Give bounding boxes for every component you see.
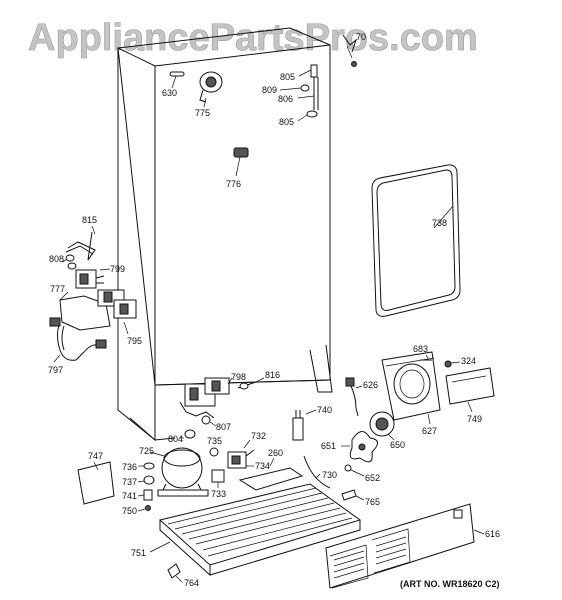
part-627-shroud [381,351,441,425]
callout-797: 797 [48,365,63,375]
callout-815: 815 [82,215,97,225]
callout-626: 626 [363,380,378,390]
part-750-screw [137,505,151,512]
callout-736: 736 [122,462,137,472]
part-806-tube [279,64,319,122]
part-740-capacitor [292,409,317,441]
part-776-clip [233,147,249,177]
callout-651: 651 [321,441,336,451]
callout-806: 806 [278,94,293,104]
part-650-fan-motor [369,411,395,441]
cabinet-case [117,27,333,442]
part-795-valve-assembly [59,289,137,335]
part-733-cover [211,469,225,488]
part-616-access-cover [325,503,485,589]
part-749-board [445,367,495,413]
callout-630: 630 [162,88,177,98]
part-626-cord [345,377,363,417]
callout-809: 809 [262,85,277,95]
callout-652: 652 [365,473,380,483]
callout-725: 725 [139,446,154,456]
callout-616: 616 [485,529,500,539]
callout-807: 807 [216,422,231,432]
callout-764: 764 [184,578,199,588]
callout-733: 733 [211,489,226,499]
part-738-gasket [371,164,461,317]
callout-260: 260 [268,448,283,458]
callout-765: 765 [365,497,380,507]
part-735-relay [209,447,219,457]
part-730-tube [303,455,331,489]
part-324-screw [444,360,461,368]
callout-627: 627 [422,426,437,436]
callout-798: 798 [231,372,246,382]
part-751-condenser [149,483,362,577]
callout-734: 734 [255,461,270,471]
callout-804: 804 [168,434,183,444]
callout-737: 737 [122,477,137,487]
callout-795: 795 [127,336,142,346]
callout-751: 751 [131,548,146,558]
callout-808: 808 [49,254,64,264]
callout-805-bottom: 805 [279,117,294,127]
part-736-grommet [138,462,155,470]
callout-650: 650 [390,440,405,450]
part-725-compressor [149,447,209,497]
part-737-grommet [137,475,155,485]
part-797-harness [49,317,107,363]
part-70-bracket [342,34,358,67]
callout-776: 776 [226,179,241,189]
callout-738: 738 [432,218,447,228]
part-651-fan-blade [341,431,378,463]
part-683-screw [420,354,432,361]
callout-740: 740 [317,405,332,415]
part-260-drain-pan [238,457,304,491]
callout-799: 799 [110,264,125,274]
part-798-valve [179,377,265,419]
callout-683: 683 [413,344,428,354]
callout-816: 816 [265,370,280,380]
callout-324: 324 [461,356,476,366]
part-652-nut [344,464,365,477]
callout-730: 730 [322,470,337,480]
callout-732: 732 [251,431,266,441]
part-815-bracket [65,225,96,261]
watermark-text: AppliancePartsPros.com [28,17,478,59]
callout-749: 749 [467,414,482,424]
callout-747: 747 [88,451,103,461]
art-number: (ART NO. WR18620 C2) [400,579,500,589]
callout-775: 775 [195,108,210,118]
part-764-clip [167,563,183,583]
part-807-fitting [201,415,217,427]
callout-70: 70 [356,32,366,42]
part-747-cover [77,461,115,505]
part-765-clip [341,489,365,501]
part-775-control [199,71,223,108]
callout-750: 750 [122,506,137,516]
part-741-sleeve [137,489,153,501]
callout-777: 777 [50,284,65,294]
part-804-fitting [180,429,196,439]
part-799-water-valve [75,268,111,289]
part-734-overload [227,439,255,469]
part-630 [169,71,185,89]
callout-805-top: 805 [280,72,295,82]
callout-735: 735 [207,436,222,446]
callout-741: 741 [122,491,137,501]
part-808-fitting [61,254,77,270]
